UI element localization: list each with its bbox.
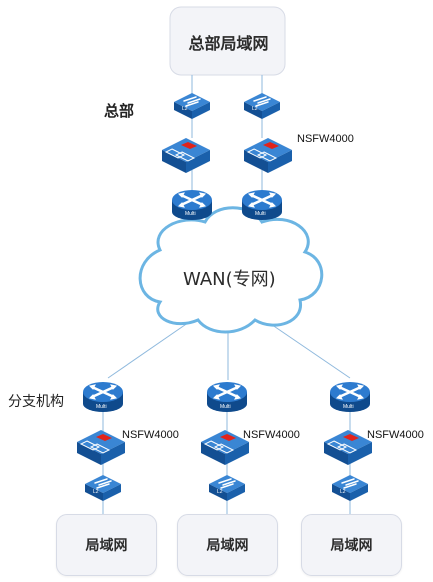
branch-3-switch-icon [331, 474, 369, 502]
hq-router-right-caption: Multi [255, 211, 266, 217]
branch-2-firewall-icon [200, 429, 250, 466]
hq-lan-box [169, 6, 286, 76]
wan-branch-links [102, 317, 351, 514]
branch-3-switch-caption: L2 [340, 489, 346, 495]
branch-3-lan-box: 局域网 [301, 514, 402, 576]
branch-3-firewall-label: NSFW4000 [367, 429, 424, 441]
hq-lan-label: 总部局域网 [188, 34, 269, 53]
branch-2-lan-label: 局域网 [206, 538, 249, 554]
hq-router-left-caption: Multi [185, 211, 196, 217]
branch-2-lan-box: 局域网 [177, 514, 278, 576]
device-captions: L2 L2 Multi Multi Multi Multi Multi L2 L… [93, 106, 354, 495]
hq-firewall-label: NSFW4000 [297, 133, 354, 145]
hq-firewall-right-icon [243, 137, 293, 174]
wan-label: WAN(专网) [183, 269, 276, 290]
hq-firewall-left-icon [161, 137, 211, 174]
hq-switch-right-caption: L2 [252, 106, 258, 112]
branch-1-firewall-label: NSFW4000 [122, 429, 179, 441]
branch-2-switch-icon [208, 474, 246, 502]
branch-2-router-caption: Multi [220, 404, 231, 410]
cloud-icon [138, 206, 324, 334]
branch-site-label: 分支机构 [8, 394, 64, 410]
branch-3-lan-label: 局域网 [330, 538, 373, 554]
branch-1-switch-caption: L2 [93, 489, 99, 495]
branch-1-lan-label: 局域网 [85, 538, 128, 554]
branch-1-switch-icon [84, 474, 122, 502]
hq-switch-left-icon [173, 92, 211, 120]
hq-switch-right-icon [243, 92, 281, 120]
branch-1-lan-box: 局域网 [56, 514, 157, 576]
branch-2-switch-caption: L2 [217, 489, 223, 495]
branch-2-firewall-label: NSFW4000 [243, 429, 300, 441]
branch-3-firewall-icon [323, 429, 373, 466]
hq-site-label: 总部 [104, 102, 135, 120]
hq-switch-left-caption: L2 [182, 106, 188, 112]
branch-3-router-caption: Multi [343, 404, 354, 410]
branch-1-router-caption: Multi [96, 404, 107, 410]
branch-1-firewall-icon [76, 429, 126, 466]
